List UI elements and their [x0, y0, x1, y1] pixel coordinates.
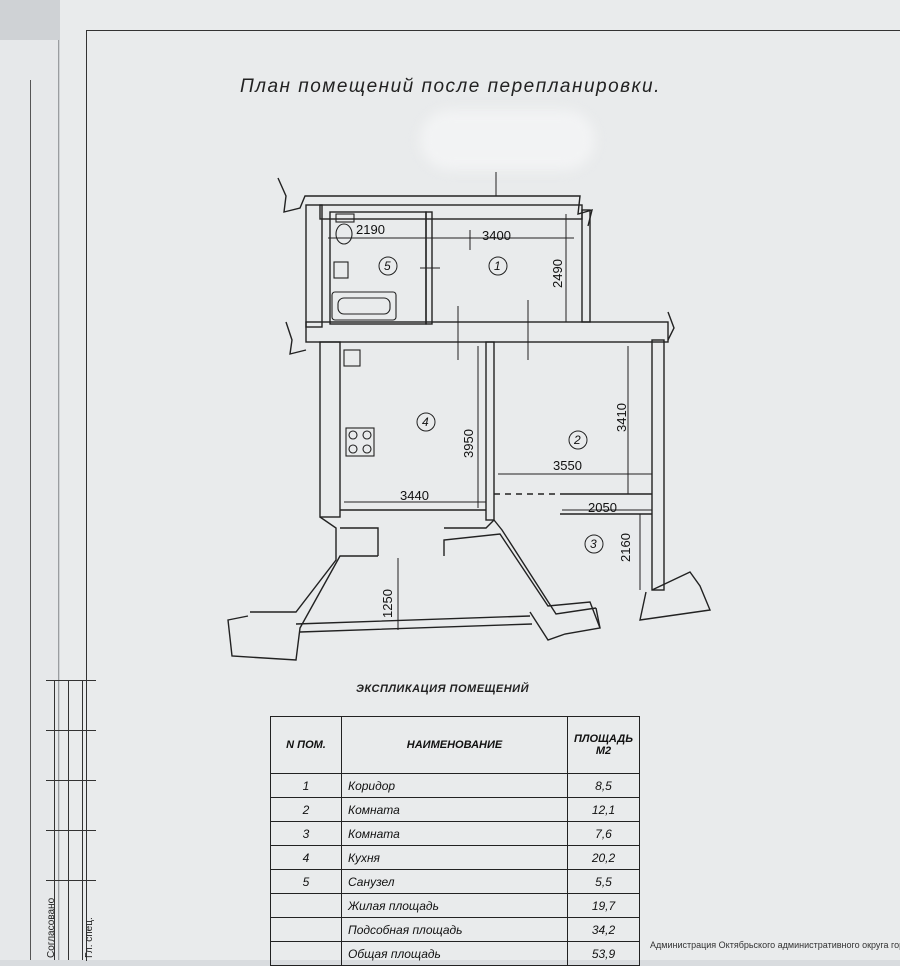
admin-footer: Администрация Октябрьского административ…: [650, 940, 900, 950]
room-marker-1: 1: [494, 259, 501, 273]
table-header-row: N ПОМ. НАИМЕНОВАНИЕ ПЛОЩАДЬ М2: [270, 716, 640, 774]
dim-3550: 3550: [553, 458, 582, 473]
bathtub: [331, 291, 397, 321]
room-marker-2: 2: [573, 433, 581, 447]
dim-2190: 2190: [356, 222, 385, 237]
dim-2490: 2490: [550, 259, 565, 288]
drawing-frame: [86, 30, 900, 961]
floor-plan: 2190 3400 2490 3950 3410 3550 3440 2050 …: [227, 172, 711, 661]
header-area: ПЛОЩАДЬ М2: [567, 716, 640, 774]
dim-3410: 3410: [614, 403, 629, 432]
dim-2160: 2160: [618, 533, 633, 562]
room-marker-3: 3: [590, 537, 597, 551]
left-page-edge: [0, 40, 59, 960]
stove: [345, 427, 375, 457]
redacted-area: [420, 110, 595, 170]
top-wall: [277, 177, 593, 227]
room-marker-4: 4: [422, 415, 429, 429]
header-num: N ПОМ.: [270, 716, 342, 774]
middle-wall: [305, 321, 669, 343]
dim-3400: 3400: [482, 228, 511, 243]
spec-label: Гл. спец.: [84, 917, 95, 958]
header-name: НАИМЕНОВАНИЕ: [341, 716, 568, 774]
dim-3440: 3440: [400, 488, 429, 503]
dim-2050: 2050: [588, 500, 617, 515]
dim-1250: 1250: [380, 589, 395, 618]
room-marker-5: 5: [384, 259, 391, 273]
plan-title: План помещений после перепланировки.: [240, 76, 661, 97]
toilet: [335, 223, 353, 245]
sink: [333, 261, 349, 279]
dim-3950: 3950: [461, 429, 476, 458]
left-wall: [319, 341, 341, 518]
explication-heading: ЭКСПЛИКАЦИЯ ПОМЕЩЕНИЙ: [356, 683, 530, 695]
agreed-label: Согласовано: [46, 897, 57, 958]
kitchen-sink: [343, 349, 361, 367]
stamp-columns: [46, 680, 96, 960]
right-wall: [651, 339, 665, 591]
